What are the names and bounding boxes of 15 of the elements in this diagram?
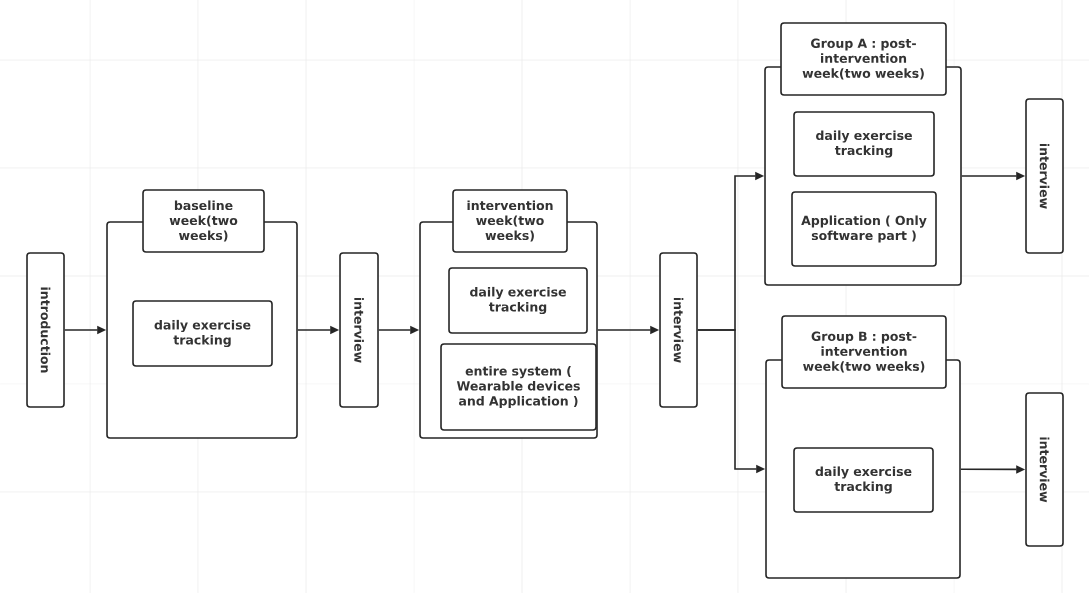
step-box: interview	[1025, 98, 1064, 254]
activity-box: entire system ( Wearable devices and Application )	[440, 343, 597, 431]
phase-title-box: intervention week(two weeks)	[452, 189, 568, 253]
phase-title-box: Group A : post-intervention week(two weeks)	[780, 22, 947, 96]
activity-box: daily exercise tracking	[793, 447, 934, 513]
activity-box: daily exercise tracking	[793, 111, 935, 177]
step-box: interview	[339, 252, 379, 408]
step-box: introduction	[26, 252, 65, 408]
step-box: interview	[659, 252, 698, 408]
phase-title-box: Group B : post-intervention week(two weeks)	[781, 315, 947, 389]
phase-title-box: baseline week(two weeks)	[142, 189, 265, 253]
activity-box: daily exercise tracking	[448, 267, 588, 334]
step-box: interview	[1025, 392, 1064, 547]
activity-box: Application ( Only software part )	[791, 191, 937, 267]
activity-box: daily exercise tracking	[132, 300, 273, 367]
